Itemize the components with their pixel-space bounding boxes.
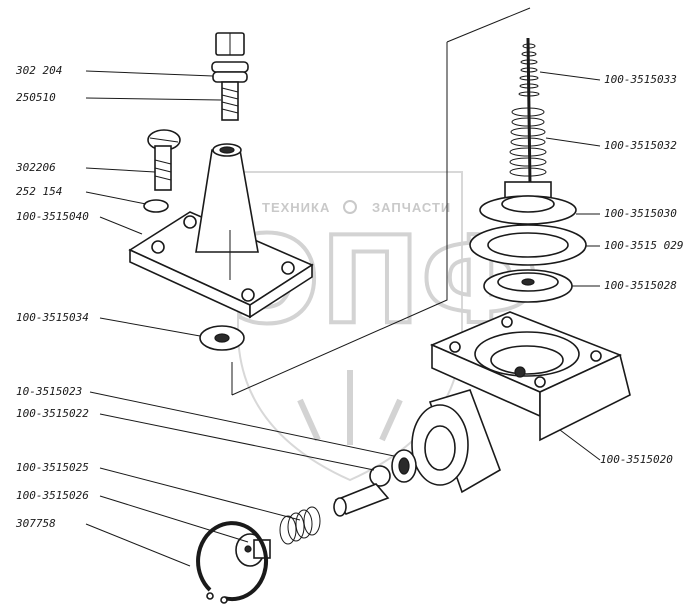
spring-1003515033 [518, 37, 540, 186]
ring-1003515028 [483, 269, 573, 303]
gear-icon [343, 200, 357, 214]
label-1003515032: 100-3515032 [604, 139, 677, 152]
screw-302206 [147, 129, 181, 191]
seal-103515023 [391, 449, 417, 483]
label-1003515040: 100-3515040 [16, 210, 89, 223]
valve-stem-1003515022 [333, 483, 390, 517]
circlip-307758 [196, 521, 269, 604]
label-103515023: 10-3515023 [16, 385, 82, 398]
callout-labels: 302 204 250510 302206 252 154 100-351504… [15, 64, 683, 530]
label-1003515028: 100-3515028 [604, 279, 677, 292]
label-1003515026: 100-3515026 [16, 489, 89, 502]
washer-250510 [211, 61, 249, 73]
housing-1003515020 [411, 311, 631, 494]
valve-body-1003515030 [479, 181, 577, 225]
label-1003515029: 100-3515 029 [604, 239, 683, 252]
assembly-axis-lines [231, 7, 531, 396]
watermark-left-text: ТЕХНИКА [262, 200, 330, 215]
label-302204: 302 204 [15, 64, 62, 77]
cover-flange-1003515040 [128, 143, 314, 319]
watermark-right-text: ЗАПЧАСТИ [372, 200, 451, 215]
watermark-wheat-icon [297, 370, 403, 445]
diaphragm-1003515029 [469, 224, 587, 266]
label-1003515030: 100-3515030 [604, 207, 677, 220]
label-1003515020: 100-3515020 [600, 453, 673, 466]
gasket-1003515034 [199, 325, 245, 351]
spring-1003515032 [509, 107, 547, 177]
bolt-302204 [211, 32, 249, 121]
label-302206: 302206 [15, 161, 56, 174]
label-250510: 250510 [16, 91, 56, 104]
label-252154: 252 154 [16, 185, 62, 198]
spring-1003515025 [279, 506, 321, 545]
washer-252154 [143, 199, 169, 213]
label-1003515025: 100-3515025 [16, 461, 89, 474]
axis-line-top [446, 7, 531, 43]
label-1003515034: 100-3515034 [16, 311, 89, 324]
label-1003515022: 100-3515022 [16, 407, 89, 420]
label-307758: 307758 [15, 517, 56, 530]
axis-line-left [231, 42, 448, 396]
leader-lines [85, 70, 601, 567]
plug-1003515026 [235, 533, 271, 567]
label-1003515033: 100-3515033 [604, 73, 677, 86]
ring-1003515022 [369, 465, 391, 487]
